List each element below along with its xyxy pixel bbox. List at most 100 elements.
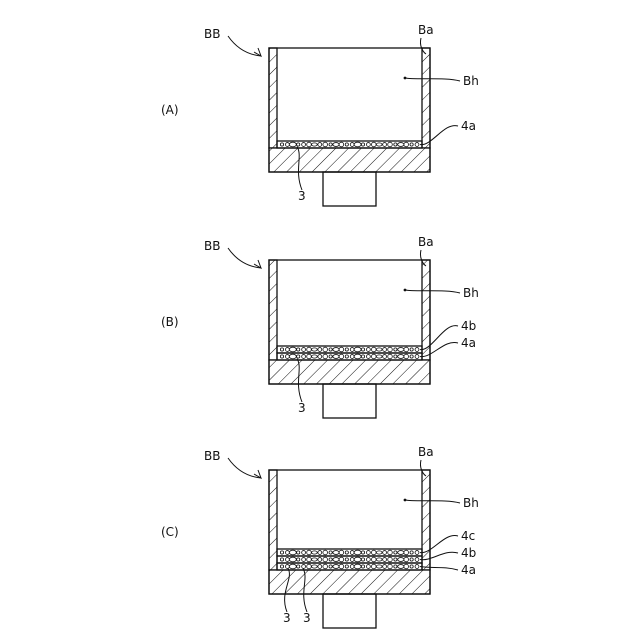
particle-label: 3 <box>298 401 306 415</box>
particle <box>398 348 404 352</box>
particle <box>361 143 364 146</box>
particle <box>318 348 322 352</box>
particle <box>350 355 354 359</box>
panel-label: (B) <box>161 315 179 329</box>
particle <box>289 347 296 352</box>
particle <box>345 143 348 146</box>
particle <box>302 565 306 569</box>
particle <box>388 142 393 147</box>
particle <box>285 355 289 359</box>
panel-a: (A)BBBaBh4a3 <box>161 23 479 206</box>
particle <box>280 551 283 554</box>
particle <box>297 565 300 568</box>
particle <box>280 143 283 146</box>
particle <box>376 143 382 146</box>
particle <box>354 354 361 359</box>
particle <box>372 354 377 359</box>
particle <box>398 565 404 569</box>
layer-label: 4b <box>461 319 476 333</box>
particle <box>285 143 289 147</box>
particle <box>350 551 354 555</box>
particle <box>302 355 306 359</box>
particle <box>307 550 312 555</box>
particle <box>280 558 283 561</box>
particle <box>398 143 404 147</box>
particle <box>388 557 393 562</box>
particle <box>333 558 339 562</box>
particle <box>404 142 409 147</box>
layer-label: 4c <box>461 529 475 543</box>
particle <box>302 551 306 555</box>
particle <box>307 354 312 359</box>
opening-label: Ba <box>418 235 434 249</box>
particle <box>415 348 419 352</box>
particle <box>410 565 413 568</box>
particle <box>318 551 322 555</box>
particle <box>280 348 283 351</box>
particle <box>307 142 312 147</box>
crucible-label: BB <box>204 27 220 41</box>
interior-label: Bh <box>463 496 479 510</box>
particle <box>366 558 370 562</box>
particle <box>372 564 377 569</box>
particle <box>366 143 370 147</box>
particle <box>372 347 377 352</box>
particle <box>333 355 339 359</box>
particle <box>354 550 361 555</box>
particle <box>289 557 296 562</box>
particle <box>339 564 344 569</box>
particle <box>285 551 289 555</box>
particle <box>388 347 393 352</box>
particle <box>339 354 344 359</box>
interior-label: Bh <box>463 74 479 88</box>
particle <box>329 143 332 146</box>
particle <box>410 143 413 146</box>
interior-leader <box>405 290 460 293</box>
particle <box>333 143 339 147</box>
layer-label: 4a <box>461 563 476 577</box>
layer-label: 4b <box>461 546 476 560</box>
particle <box>307 564 312 569</box>
crucible-label: BB <box>204 239 220 253</box>
interior-leader <box>405 78 460 81</box>
particle <box>339 142 344 147</box>
particle <box>366 565 370 569</box>
particle <box>280 355 283 358</box>
interior-label: Bh <box>463 286 479 300</box>
particle <box>329 558 332 561</box>
particle <box>410 551 413 554</box>
particle <box>345 565 348 568</box>
support-stem <box>323 594 376 628</box>
particle <box>410 558 413 561</box>
panel-b: (B)BBBaBh4b4a3 <box>161 235 479 418</box>
particle <box>388 550 393 555</box>
right-wall <box>422 260 430 360</box>
particle <box>376 558 382 561</box>
particle <box>345 348 348 351</box>
particle <box>394 143 397 146</box>
particle <box>318 355 322 359</box>
particle <box>354 564 361 569</box>
particle <box>323 564 328 569</box>
particle <box>366 355 370 359</box>
particle <box>388 564 393 569</box>
particle <box>415 551 419 555</box>
particle <box>345 551 348 554</box>
particle <box>415 355 419 359</box>
panel-label: (A) <box>161 103 179 117</box>
particle <box>323 347 328 352</box>
particle <box>383 355 387 359</box>
particle <box>285 558 289 562</box>
particle <box>312 355 318 358</box>
particle <box>339 347 344 352</box>
particle <box>345 558 348 561</box>
opening-label: Ba <box>418 445 434 459</box>
particle <box>329 565 332 568</box>
particle <box>302 348 306 352</box>
particle <box>354 557 361 562</box>
particle <box>297 551 300 554</box>
particle <box>329 355 332 358</box>
left-wall <box>269 48 277 148</box>
particle <box>383 565 387 569</box>
